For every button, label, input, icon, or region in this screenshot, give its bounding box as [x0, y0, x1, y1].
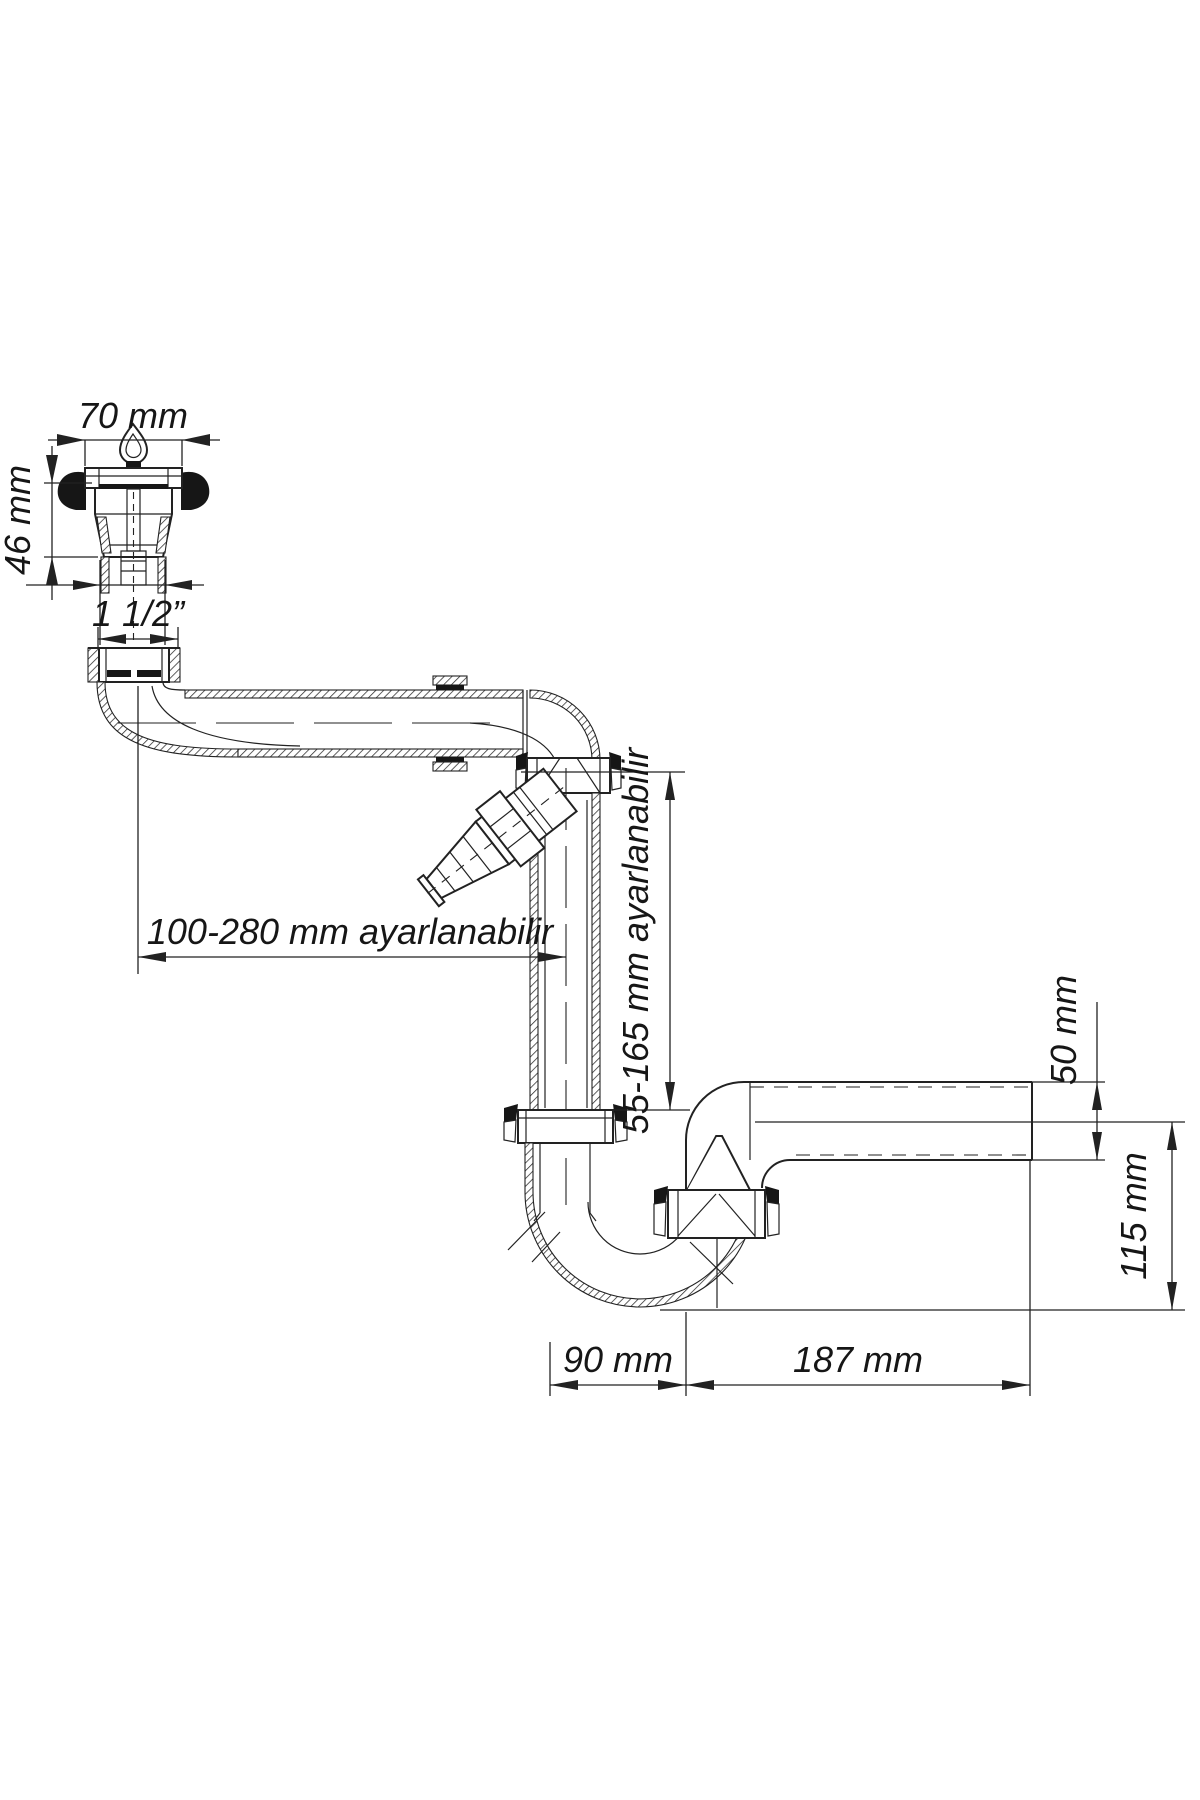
outlet-diameter-label: 50 mm [1043, 975, 1084, 1085]
dimension-arrow [1167, 1282, 1177, 1310]
outlet-length-label: 187 mm [793, 1339, 923, 1380]
rubber-gasket-left [57, 471, 86, 510]
strainer-height-label: 46 mm [0, 465, 38, 575]
outlet-height-label: 115 mm [1113, 1152, 1154, 1279]
dim-tail-diameter [26, 560, 204, 645]
dimension-arrow [665, 772, 675, 800]
dim-strainer-height: 46 mm [0, 446, 98, 600]
dimension-arrow [1092, 1082, 1102, 1110]
dim-outlet-height: 115 mm [660, 1121, 1185, 1311]
strainer-fitting [57, 422, 210, 645]
dim-strainer-width: 70 mm [48, 395, 220, 466]
pipe-clamp-bottom [432, 757, 468, 772]
pipe-clamp-top [432, 675, 468, 690]
dim-outlet-diameter: 50 mm [1032, 975, 1105, 1161]
horizontal-adjust-label: 100-280 mm ayarlanabilir [147, 911, 555, 952]
dimension-arrow [73, 580, 100, 590]
dimension-arrow [138, 952, 166, 962]
dimension-arrow [665, 1082, 675, 1110]
dim-trap-width: 90 mm [549, 1312, 687, 1396]
dim-thread-size: 1 1/2” [92, 593, 186, 648]
dimension-arrow [150, 634, 178, 644]
dimension-arrow [1002, 1380, 1030, 1390]
thread-size-label: 1 1/2” [92, 593, 186, 634]
dim-outlet-length: 187 mm [686, 1160, 1031, 1396]
dimension-arrow [658, 1380, 686, 1390]
dimension-arrow [46, 455, 58, 483]
vertical-adjust-label: 55-165 mm ayarlanabilir [615, 746, 656, 1134]
inlet-pipe-horizontal [118, 675, 528, 772]
trap-inlet-nut [503, 1104, 628, 1144]
dim-horizontal-adjust: 100-280 mm ayarlanabilir [137, 686, 566, 974]
rubber-gasket-right [181, 471, 210, 510]
inlet-nut [87, 647, 181, 683]
dim-vertical-adjust: 55-165 mm ayarlanabilir [521, 746, 690, 1134]
outlet-pipe [744, 1081, 1033, 1161]
outlet-elbow [684, 1081, 791, 1191]
dimension-arrow [538, 952, 566, 962]
strainer-width-label: 70 mm [78, 395, 188, 436]
dimension-arrow [1092, 1132, 1102, 1160]
trap-width-label: 90 mm [563, 1339, 673, 1380]
dimension-arrow [46, 557, 58, 585]
dimension-arrow [165, 580, 192, 590]
dimension-arrow [182, 434, 210, 446]
trap-outlet-nut [653, 1186, 780, 1239]
appliance-hose-spout [416, 767, 579, 908]
dimension-arrow [57, 434, 85, 446]
dimension-arrow [98, 634, 126, 644]
dimension-arrow [1167, 1122, 1177, 1150]
dimension-arrow [550, 1380, 578, 1390]
dimension-arrow [686, 1380, 714, 1390]
